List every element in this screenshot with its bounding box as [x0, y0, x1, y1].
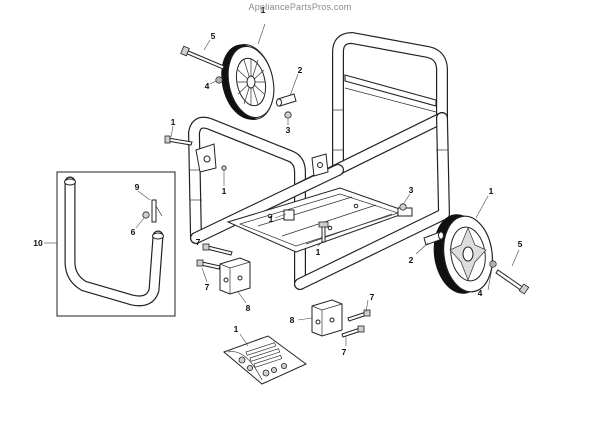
callout-7-right-bottom: 7 [342, 347, 347, 357]
callout-7-right-top: 7 [370, 292, 375, 302]
right-bushing [399, 203, 407, 211]
callout-1-bolt-left: 1 [171, 117, 176, 127]
right-axle-spacer [423, 231, 444, 246]
callout-8-right: 8 [290, 315, 295, 325]
hardware-kit-bag [223, 335, 307, 385]
callout-1-left-wheel: 1 [261, 5, 266, 15]
leader-lines [44, 23, 520, 347]
callout-5-right: 5 [518, 239, 523, 249]
right-nut [489, 260, 497, 268]
frame-bolt-vertical [318, 221, 329, 243]
frame [188, 32, 450, 290]
right-mount-bracket [311, 299, 343, 337]
callout-10: 10 [33, 238, 43, 248]
left-wheel-bolt [180, 45, 225, 70]
right-wheel [433, 214, 493, 294]
right-wheel-bolt [495, 269, 530, 295]
left-mount-bolt-top [202, 243, 233, 256]
callout-1-hardware-kit: 1 [234, 324, 239, 334]
callout-3-right: 3 [409, 185, 414, 195]
callout-4-right: 4 [478, 288, 483, 298]
right-mount-bolt-bottom [341, 325, 365, 338]
callout-5-left: 5 [211, 31, 216, 41]
right-mount-bolt-top [347, 309, 371, 322]
callout-9: 9 [135, 182, 140, 192]
callout-2-right: 2 [409, 255, 414, 265]
callout-1-frame-center: 1 [222, 186, 227, 196]
left-bushing [284, 111, 292, 119]
frame-nut [221, 165, 227, 171]
callout-7-left-top: 7 [196, 237, 201, 247]
callout-labels: 1 5 4 2 3 1 1 1 1 3 1 2 4 5 9 6 10 7 7 8… [33, 5, 522, 357]
left-nut [215, 76, 223, 84]
watermark: AppliancePartsPros.com [248, 2, 352, 12]
left-mount-bolt-bottom [196, 259, 221, 270]
callout-6: 6 [131, 227, 136, 237]
callout-8-left: 8 [246, 303, 251, 313]
callout-2-left: 2 [298, 65, 303, 75]
callout-1-frame-low: 1 [316, 247, 321, 257]
frame-bolt-left [164, 135, 193, 146]
callout-1-right-wheel: 1 [489, 186, 494, 196]
left-wheel [221, 43, 275, 121]
left-axle-spacer [276, 93, 297, 107]
callout-3-left: 3 [286, 125, 291, 135]
handle-inset-box [56, 171, 176, 317]
left-mount-bracket [219, 257, 251, 295]
callout-7-left-bottom: 7 [205, 282, 210, 292]
callout-4-left: 4 [205, 81, 210, 91]
callout-1-frame-mid: 1 [269, 214, 274, 224]
